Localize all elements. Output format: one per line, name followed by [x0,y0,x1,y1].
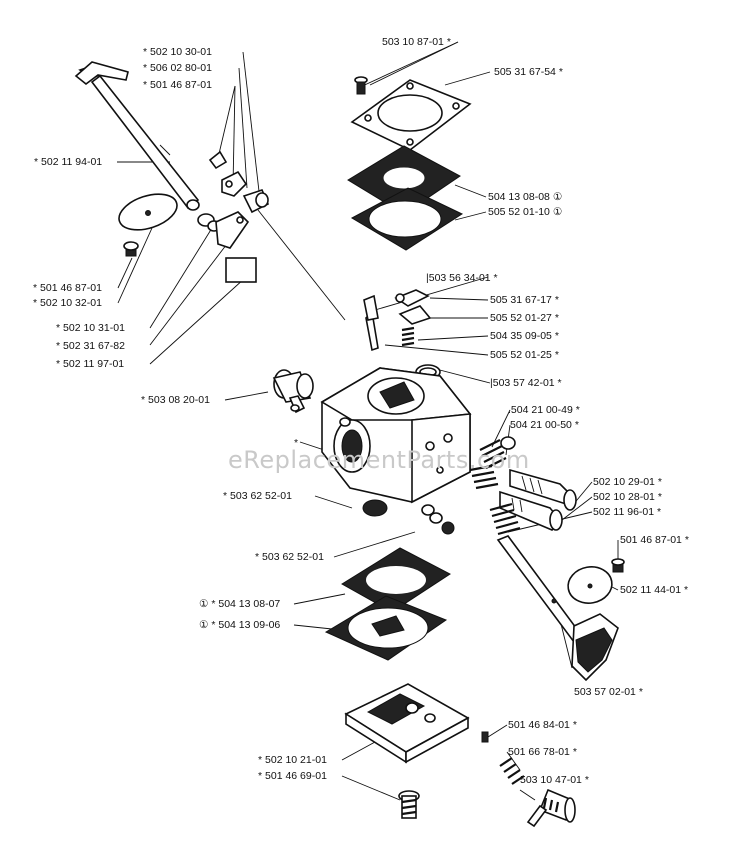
pump-diaphragm [347,145,461,215]
part-label: |503 56 34-01 * [426,272,498,284]
part-label: 502 11 96-01 * [593,506,662,518]
part-label: 504 13 08-08 ① [488,191,563,203]
part-label: * 502 10 32-01 [33,297,102,309]
adjust-pin [481,731,489,743]
part-label: ① * 504 13 09-06 [199,619,281,631]
part-label: 505 31 67-17 * [490,294,559,306]
part-label: * 502 31 67-82 [56,340,125,352]
choke-shaft [496,535,619,682]
part-label: * 506 02 80-01 [143,62,212,74]
part-label: 503 10 47-01 * [520,774,589,786]
adjusting-screw [526,788,576,828]
part-label: 505 52 01-10 ① [488,206,563,218]
part-label: * 501 46 87-01 [143,79,212,91]
part-label: * 501 46 87-01 [33,282,102,294]
throttle-spring [225,257,257,283]
part-label: 503 10 87-01 * [382,36,451,48]
part-label: * 502 10 30-01 [143,46,212,58]
part-label: 502 10 29-01 * [593,476,662,488]
part-label: 502 10 28-01 * [593,491,662,503]
fuel-fitting [272,369,314,414]
metering-gasket [341,547,451,613]
part-label: * 503 62 52-01 [255,551,324,563]
throttle-screw [123,241,139,257]
watermark: eReplacementParts.com [228,446,530,474]
inlet-lever-spring [401,326,415,347]
pump-cover [350,79,472,151]
part-label: * 503 08 20-01 [141,394,210,406]
cover-screw [398,790,420,819]
part-label: * 502 11 97-01 [56,358,125,370]
fuel-inlet-needle [363,294,379,352]
carburetor-body [320,367,472,504]
throttle-lever [208,150,248,197]
metering-cover [344,683,470,764]
part-label: |503 57 42-01 * [490,377,562,389]
part-label: * 501 46 69-01 [258,770,327,782]
asterisk-marker: * [294,437,299,449]
part-label: 504 21 00-50 * [510,419,579,431]
part-label: 503 57 02-01 * [574,686,643,698]
part-label: 505 31 67-54 * [494,66,563,78]
idle-spring [489,502,521,536]
choke-screw [611,558,625,573]
inlet-control-lever [394,289,432,325]
throttle-shaft [74,61,200,211]
part-label: 501 66 78-01 * [508,746,577,758]
throttle-valve-plate [118,193,178,231]
part-label: * 502 10 21-01 [258,754,327,766]
body-plug [362,499,388,517]
choke-valve-plate [567,566,613,604]
part-label: .504 21 00-49 * [508,404,580,416]
pump-gasket [350,187,464,251]
part-label: 502 11 44-01 * [620,584,689,596]
leader-lines [117,41,619,801]
adjust-spring [499,757,525,785]
part-label: 504 35 09-05 * [490,330,559,342]
needle-springs [469,436,516,490]
high-speed-needle [509,468,577,511]
part-label: ① * 504 13 08-07 [199,598,281,610]
part-label: * 503 62 52-01 [223,490,292,502]
part-label: 501 46 87-01 * [620,534,689,546]
part-label: * 502 10 31-01 [56,322,125,334]
pump-cover-screw [354,76,368,95]
throttle-sleeve [242,189,270,214]
part-label: 501 46 84-01 * [508,719,577,731]
throttle-return-lever [215,211,250,249]
lower-plug-set [421,504,455,535]
part-label: 505 52 01-27 * [490,312,559,324]
part-label: 505 52 01-25 * [490,349,559,361]
metering-diaphragm [324,595,448,661]
part-label: * 502 11 94-01 [34,156,103,168]
low-speed-needle [499,490,563,531]
